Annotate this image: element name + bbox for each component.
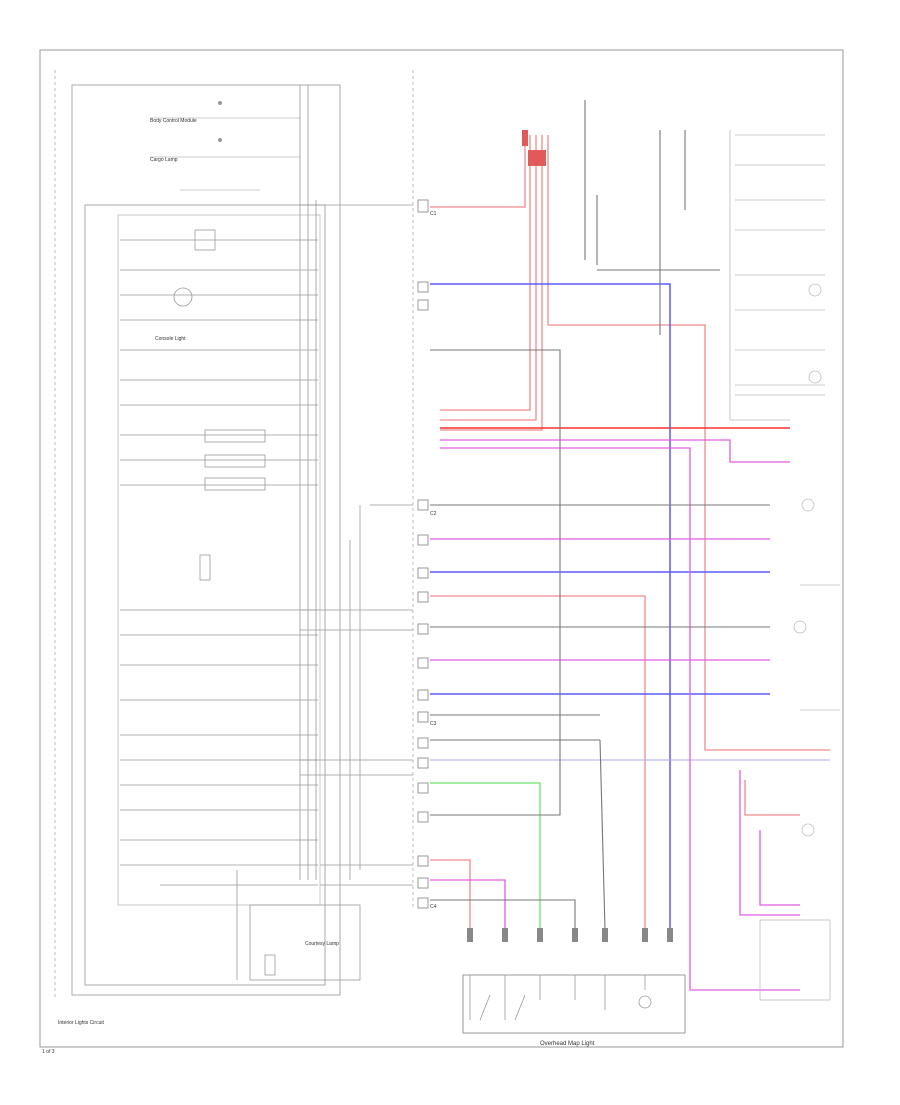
bottom-label: Overhead Map Light xyxy=(540,1041,595,1047)
connector-label-4: C4 xyxy=(430,904,437,910)
magenta-wires xyxy=(430,439,800,991)
bottom-connector-pins xyxy=(467,928,673,942)
connector-label-1: C1 xyxy=(430,211,437,217)
overhead-map-light-box xyxy=(462,974,686,1034)
bottom-left-note: Interior Lights Circuit xyxy=(58,1020,104,1026)
module-label-1: Body Control Module xyxy=(150,118,197,124)
internal-schematic xyxy=(120,85,361,981)
green-wire xyxy=(430,782,541,930)
module-label-4: Courtesy Lamp xyxy=(305,941,339,947)
module-label-3: Console Light xyxy=(155,336,186,342)
module-label-2: Cargo Lamp xyxy=(150,157,178,163)
right-components xyxy=(729,130,840,1001)
body-control-module-box xyxy=(71,84,341,996)
inner-module-box xyxy=(84,204,326,986)
connector-label-3: C3 xyxy=(430,721,437,727)
page-number: 1 of 3 xyxy=(42,1049,55,1055)
red-wires xyxy=(430,135,830,930)
grey-wires xyxy=(300,204,413,886)
top-connector-pins xyxy=(522,130,546,166)
module-header-text xyxy=(150,101,300,191)
connector-pins xyxy=(417,199,429,909)
inner-circuit-box xyxy=(117,214,321,906)
diagram-frame xyxy=(39,49,844,1048)
dark-wires xyxy=(430,100,770,931)
connector-label-2: C2 xyxy=(430,511,437,517)
blue-wires xyxy=(430,283,770,930)
overhead-map-light-internals xyxy=(469,975,652,1021)
